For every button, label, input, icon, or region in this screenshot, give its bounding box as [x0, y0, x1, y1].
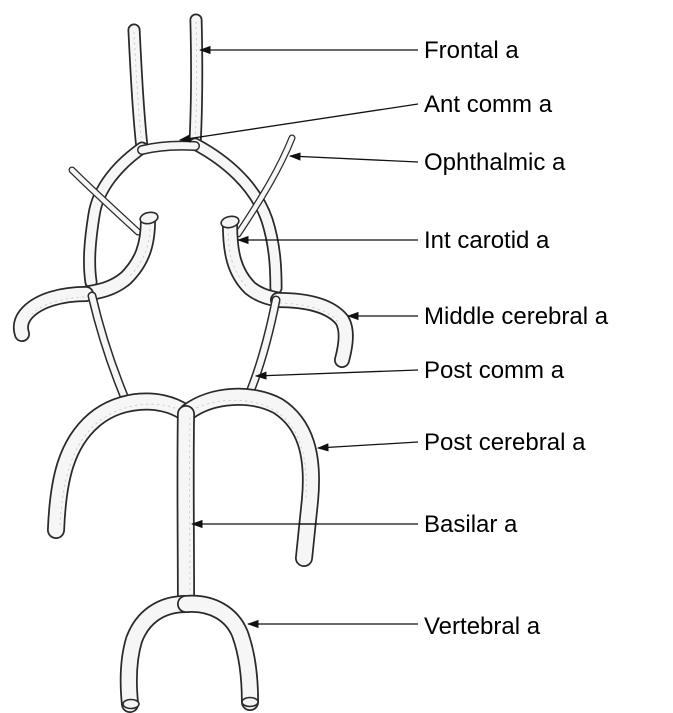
arteries-drawing: [21, 20, 346, 709]
left-middle-cerebral-artery: [21, 294, 86, 334]
leader-post-cerebral: [318, 442, 418, 448]
label-int-carotid: Int carotid a: [424, 227, 550, 254]
label-ant-comm: Ant comm a: [424, 91, 553, 118]
label-post-cerebral: Post cerebral a: [424, 429, 586, 456]
label-basilar: Basilar a: [424, 511, 518, 538]
label-vertebral: Vertebral a: [424, 613, 541, 640]
left-frontal-artery: [134, 30, 142, 148]
artery-labels: Frontal a Ant comm a Ophthalmic a Int ca…: [424, 37, 609, 640]
label-ophthalmic: Ophthalmic a: [424, 149, 566, 176]
left-posterior-communicating-artery: [92, 296, 124, 396]
right-middle-cerebral-artery: [278, 300, 346, 360]
right-posterior-cerebral-artery: [188, 397, 311, 558]
right-posterior-communicating-artery: [250, 300, 276, 392]
leader-ophthalmic: [290, 156, 418, 162]
right-frontal-artery: [195, 20, 197, 144]
label-post-comm: Post comm a: [424, 357, 565, 384]
label-frontal: Frontal a: [424, 37, 519, 64]
left-vertebral-artery: [123, 604, 186, 709]
anterior-communicating-artery: [142, 146, 195, 150]
leader-ant-comm: [180, 104, 418, 140]
label-middle-cerebral: Middle cerebral a: [424, 303, 609, 330]
basilar-artery: [186, 414, 190, 604]
right-vertebral-artery: [186, 604, 258, 707]
left-posterior-cerebral-artery: [56, 402, 184, 530]
leader-post-comm: [256, 370, 418, 376]
